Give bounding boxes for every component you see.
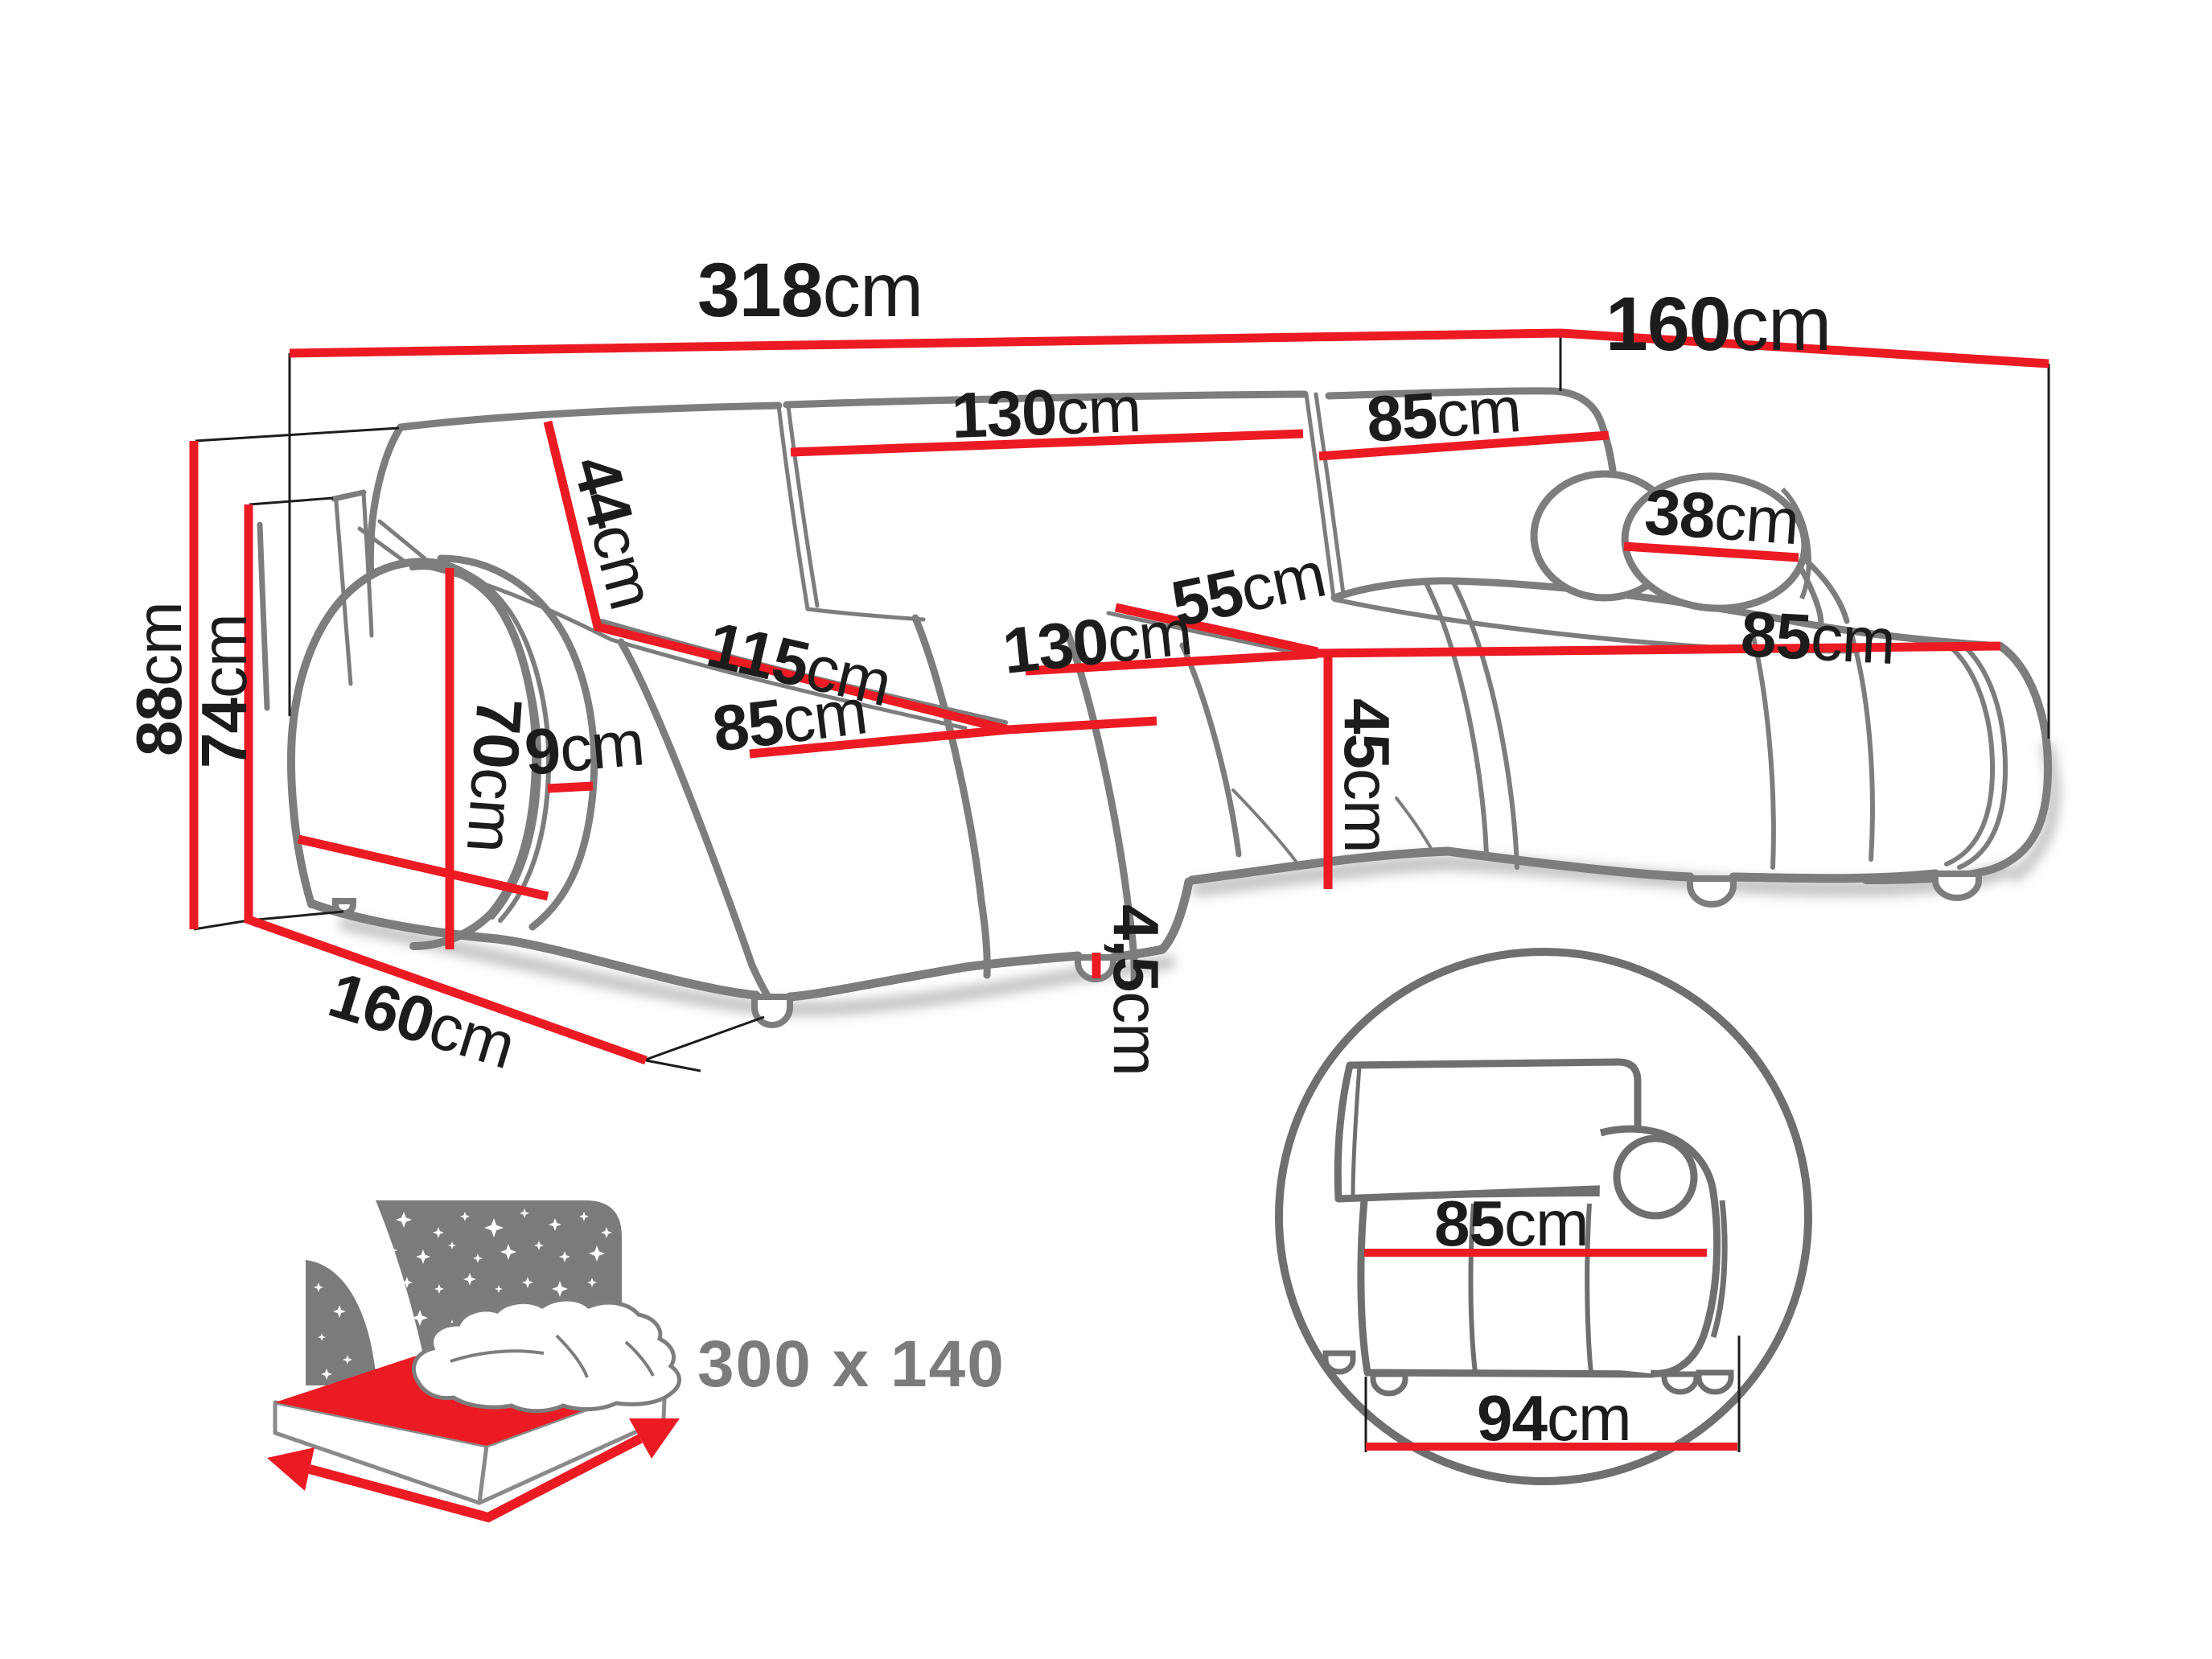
svg-text:318cm: 318cm	[697, 248, 923, 333]
svg-text:70cm: 70cm	[454, 696, 536, 854]
svg-text:160cm: 160cm	[1606, 282, 1831, 367]
svg-text:9cm: 9cm	[522, 706, 647, 788]
svg-text:4,5cm: 4,5cm	[1100, 904, 1172, 1076]
svg-text:85cm: 85cm	[1364, 373, 1523, 455]
svg-text:130cm: 130cm	[999, 596, 1194, 687]
svg-text:55cm: 55cm	[1166, 538, 1331, 640]
svg-text:38cm: 38cm	[1643, 475, 1801, 558]
svg-text:300 x 140: 300 x 140	[697, 1328, 1005, 1401]
svg-text:88cm: 88cm	[123, 602, 195, 756]
svg-text:94cm: 94cm	[1477, 1382, 1631, 1454]
svg-text:45cm: 45cm	[1331, 698, 1403, 853]
svg-text:85cm: 85cm	[709, 675, 870, 765]
svg-text:85cm: 85cm	[1434, 1188, 1589, 1259]
svg-text:130cm: 130cm	[950, 373, 1141, 451]
svg-text:74cm: 74cm	[188, 614, 260, 768]
svg-text:85cm: 85cm	[1739, 598, 1897, 677]
